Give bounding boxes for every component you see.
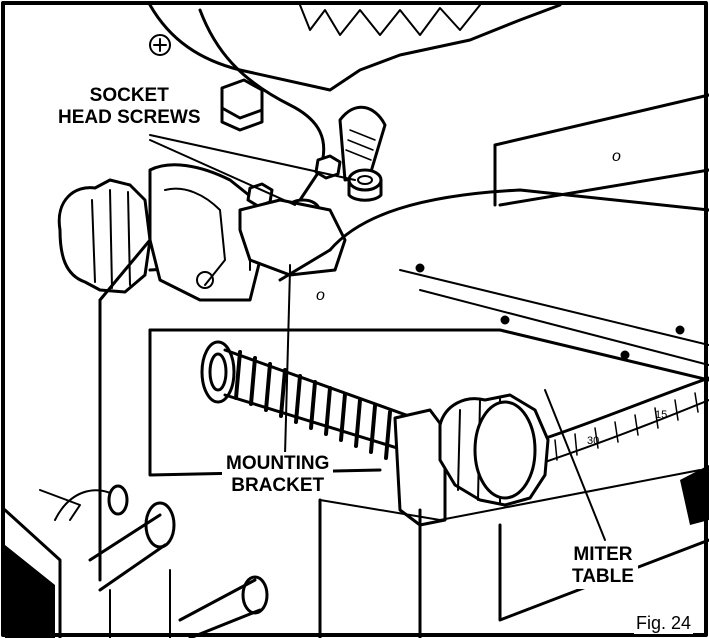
mounting-bracket (238, 198, 347, 277)
scale-number-30: 30 (587, 435, 599, 447)
blade-guard (148, 3, 562, 92)
miter-table-top (328, 188, 709, 252)
figure-caption: Fig. 24 (633, 613, 693, 634)
pivot-screw (149, 34, 171, 56)
base-mark: o (316, 287, 325, 304)
miter-label-line2: TABLE (572, 566, 634, 587)
mounting-label-line1: MOUNTING (226, 453, 330, 474)
base-housing (98, 238, 709, 582)
leader-socket-2 (149, 139, 296, 206)
fence (493, 93, 709, 207)
miter-scale (544, 399, 709, 463)
bevel-pointer (338, 105, 387, 182)
leader-miter (544, 389, 606, 541)
socket-label-line2: HEAD SCREWS (58, 107, 201, 128)
socket-label-line1: SOCKET (89, 85, 169, 106)
mounting-label-line2: BRACKET (231, 475, 325, 496)
blade-teeth (299, 4, 481, 36)
rod-clamp (393, 408, 447, 527)
arm-housing (198, 8, 326, 202)
clamp-shadow (5, 545, 55, 638)
fence-mark: o (612, 148, 621, 165)
scale-number-15: 15 (655, 409, 667, 421)
bevel-bracket (148, 163, 262, 302)
socket-head-screws-label: SOCKET HEAD SCREWS (54, 84, 205, 130)
mounting-bracket-label: MOUNTING BRACKET (222, 452, 334, 498)
miter-table-edge (538, 376, 709, 442)
hex-bolt (220, 78, 264, 120)
miter-label-line1: MITER (573, 544, 633, 565)
clamp-post (144, 501, 176, 549)
base-foot (318, 498, 709, 638)
miter-table-slot (399, 269, 709, 366)
bevel-knob (57, 178, 152, 294)
miter-table-label: MITER TABLE (568, 543, 638, 589)
leader-mounting (284, 269, 291, 456)
leader-socket-1 (149, 134, 356, 181)
